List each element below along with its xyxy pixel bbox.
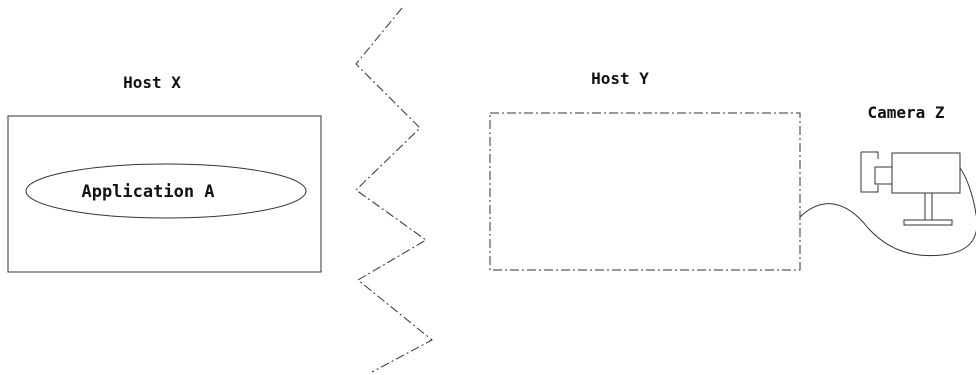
- application-a-label: Application A: [81, 182, 214, 202]
- network-break-line: [356, 8, 432, 372]
- host-y-box: [490, 113, 800, 270]
- host-y-label: Host Y: [591, 69, 649, 88]
- host-x-label: Host X: [123, 73, 181, 92]
- camera-icon: [861, 152, 960, 225]
- camera-z-label: Camera Z: [867, 103, 944, 122]
- camera-cable: [800, 168, 976, 256]
